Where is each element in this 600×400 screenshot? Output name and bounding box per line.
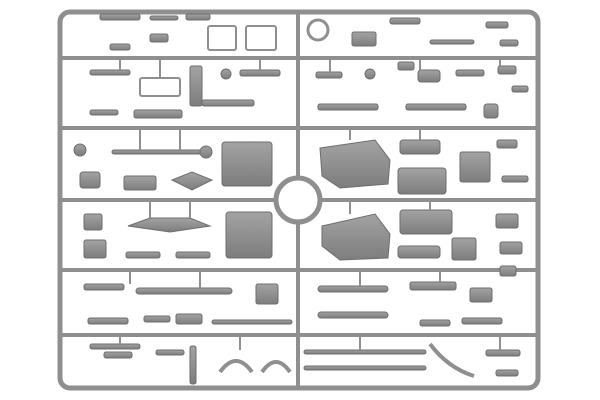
- gate-stubs: [119, 58, 501, 350]
- sprue-center-ring: [273, 175, 323, 225]
- row-3-parts: [73, 103, 529, 195]
- row-4-parts: [79, 171, 523, 261]
- row-2-parts: [89, 61, 529, 107]
- row-1-parts: [99, 13, 519, 51]
- row-6-parts: [89, 342, 521, 385]
- row-5-parts: [83, 265, 517, 327]
